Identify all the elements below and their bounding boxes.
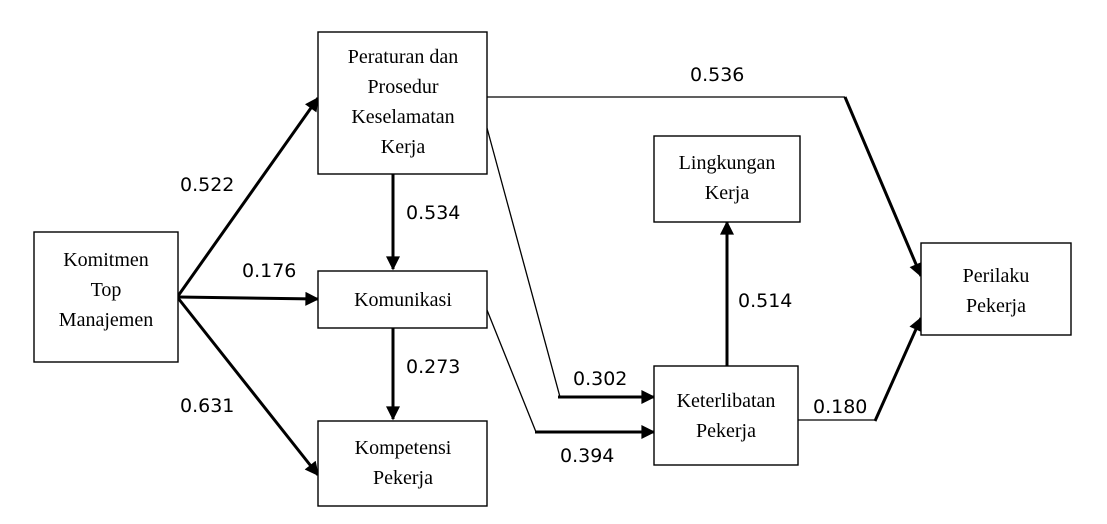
node-komunikasi (317, 270, 488, 329)
node-komitmen-top-manajemen (33, 231, 179, 363)
edge-labels: 0.522 0.176 0.631 0.534 0.273 0.536 0.30… (180, 64, 867, 467)
node-label: Manajemen (59, 309, 153, 331)
node-label: Kerja (705, 182, 750, 204)
edge-komunikasi-keterlibatan (486, 309, 537, 433)
node-label: Pekerja (966, 295, 1026, 317)
edges (176, 96, 923, 477)
edge-keterlibatan-perilaku-arrow (873, 316, 923, 422)
edge-label-keterlibatan-perilaku: 0.180 (813, 396, 867, 418)
edge-label-peraturan-keterlibatan: 0.302 (573, 368, 627, 390)
node-label: Top (91, 279, 122, 301)
node-label: Pekerja (373, 467, 433, 489)
node-label: Prosedur (367, 76, 438, 98)
node-label: Perilaku (963, 265, 1030, 287)
node-label: Pekerja (696, 420, 756, 442)
node-lingkungan-kerja (653, 135, 801, 223)
edge-komitmen-peraturan (176, 96, 320, 297)
node-label: Komunikasi (354, 289, 452, 311)
edge-label-komitmen-kompetensi: 0.631 (180, 395, 234, 417)
node-labels: Komitmen Top Manajemen Peraturan dan Pro… (59, 46, 1030, 489)
node-label: Lingkungan (679, 152, 776, 174)
node-label: Kerja (381, 136, 426, 158)
node-perilaku-pekerja (920, 242, 1072, 336)
edge-label-peraturan-perilaku: 0.536 (690, 64, 744, 86)
node-label: Keterlibatan (677, 390, 776, 412)
node-label: Peraturan dan (348, 46, 459, 68)
edge-label-komunikasi-keterlibatan: 0.394 (560, 445, 614, 467)
edge-label-peraturan-komunikasi: 0.534 (406, 202, 460, 224)
node-kompetensi-pekerja (317, 420, 488, 507)
node-keterlibatan-pekerja (653, 365, 799, 466)
edge-peraturan-keterlibatan (486, 127, 561, 398)
node-label: Kompetensi (355, 437, 452, 459)
edge-label-komitmen-komunikasi: 0.176 (242, 260, 296, 282)
node-peraturan-prosedur (317, 31, 488, 175)
node-label: Komitmen (63, 249, 149, 271)
nodes (33, 31, 1072, 507)
edge-label-komunikasi-kompetensi: 0.273 (406, 356, 460, 378)
node-label: Keselamatan (351, 106, 454, 128)
edge-komitmen-komunikasi (177, 291, 320, 306)
edge-peraturan-perilaku-arrow (843, 96, 923, 278)
edge-label-keterlibatan-lingkungan: 0.514 (738, 290, 792, 312)
edge-komitmen-kompetensi (176, 297, 320, 477)
edge-label-komitmen-peraturan: 0.522 (180, 174, 234, 196)
